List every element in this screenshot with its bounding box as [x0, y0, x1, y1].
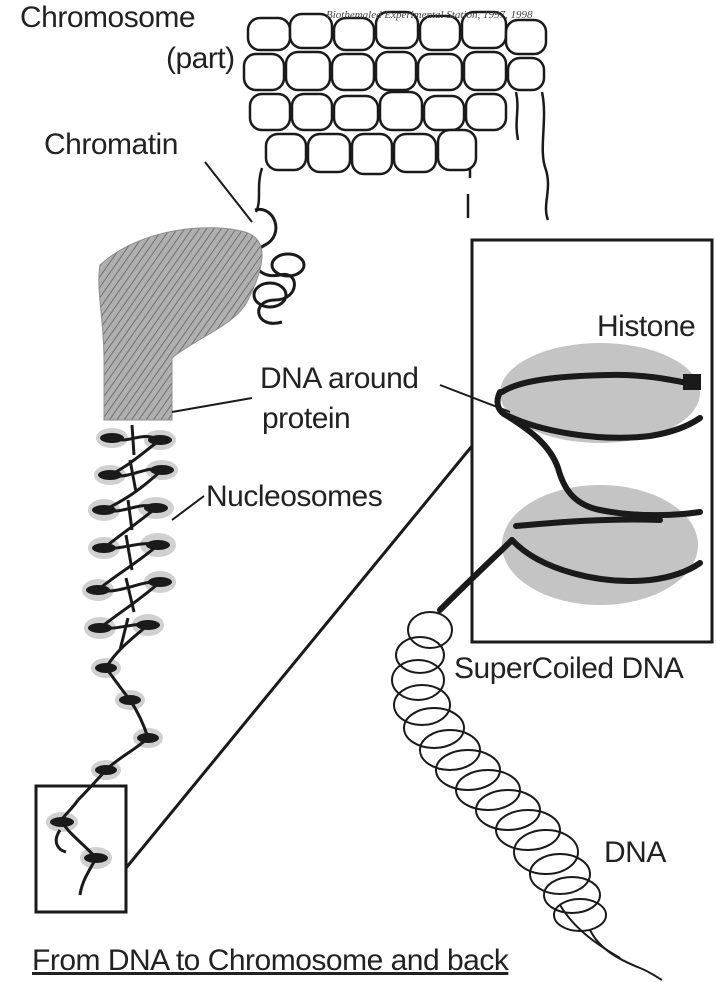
credit-text: Biothemaled Experimental Station, 1997, …	[326, 10, 533, 21]
chromosome-part-label: (part)	[166, 44, 235, 74]
chromosome-cells	[244, 12, 546, 174]
dna-label: DNA	[604, 838, 666, 868]
supercoiled-dna-label: SuperCoiled DNA	[454, 654, 683, 684]
zoom-source-content	[46, 800, 112, 895]
nucleosomes-pointer-line	[172, 496, 204, 520]
dna-around-protein-label-line1: DNA around	[260, 364, 418, 394]
chromatin-pointer-line	[205, 162, 252, 222]
chromatin-fiber-band	[99, 228, 262, 420]
chromosome-label: Chromosome	[20, 3, 195, 33]
nucleosomes-label: Nucleosomes	[206, 482, 382, 512]
chromatin-coils	[254, 209, 304, 323]
nucleosome-beads	[78, 425, 178, 800]
dna-around-protein-label-line2: protein	[262, 404, 350, 434]
caption-text: From DNA to Chromosome and back	[32, 946, 508, 976]
dna-end-cap	[683, 374, 701, 390]
histone-label: Histone	[597, 312, 695, 342]
chromatin-label: Chromatin	[44, 130, 178, 160]
dna-around-pointer-line	[172, 398, 252, 412]
